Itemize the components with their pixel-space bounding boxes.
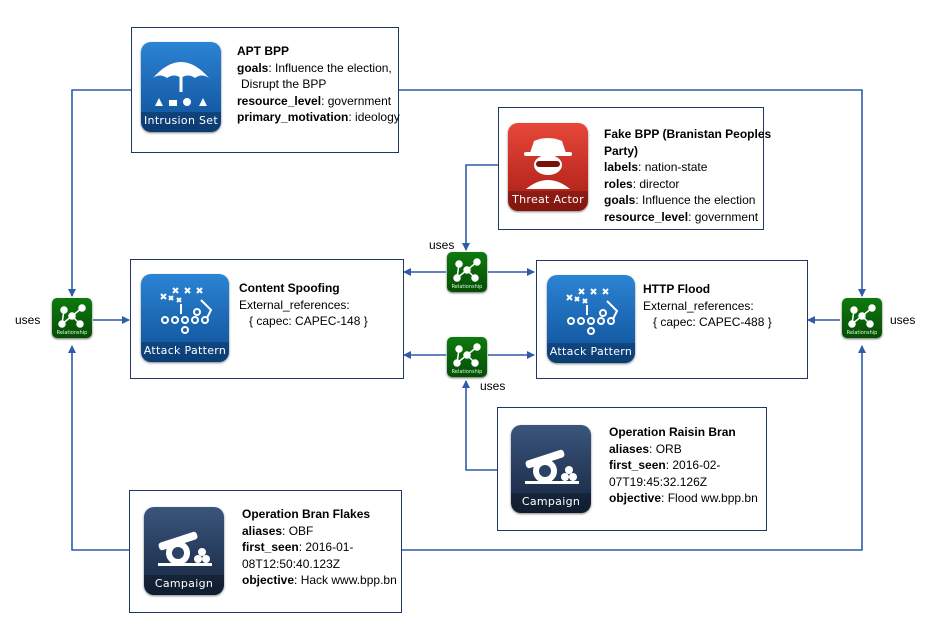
- raisin-bran-first-seen: first_seen: 2016-02-: [609, 458, 721, 472]
- intrusion-set-node[interactable]: Intrusion Set APT BPP goals: Influence t…: [131, 27, 400, 153]
- intrusion-set-motivation: primary_motivation: ideology: [237, 110, 400, 124]
- uses-label-left: uses: [15, 313, 41, 327]
- content-spoofing-details: Content Spoofing External_references: { …: [239, 280, 368, 330]
- raisin-bran-objective: objective: Flood ww.bpp.bn: [609, 491, 758, 505]
- bran-flakes-icon-label: Campaign: [154, 577, 214, 590]
- intrusion-set-goals-cont: Disrupt the BPP: [241, 77, 327, 91]
- threat-actor-title-cont: Party): [604, 143, 639, 158]
- content-spoofing-node[interactable]: Attack Pattern Content Spoofing External…: [130, 259, 404, 379]
- uses-label-right: uses: [890, 313, 916, 327]
- http-flood-icon-label: Attack Pattern: [549, 345, 633, 358]
- attack-pattern-icon: Attack Pattern: [547, 275, 635, 363]
- intrusion-set-icon: Intrusion Set: [141, 42, 221, 132]
- bran-flakes-objective: objective: Hack www.bpp.bn: [242, 573, 397, 587]
- threat-actor-roles: roles: director: [604, 176, 680, 191]
- raisin-bran-details: Operation Raisin Bran aliases: ORB first…: [609, 424, 758, 507]
- threat-actor-labels: labels: nation-state: [604, 160, 708, 174]
- raisin-bran-title: Operation Raisin Bran: [609, 425, 736, 439]
- bran-flakes-first-seen: first_seen: 2016-01-: [242, 540, 354, 554]
- bran-flakes-title: Operation Bran Flakes: [242, 507, 371, 521]
- content-spoofing-icon-label: Attack Pattern: [143, 344, 227, 357]
- threat-actor-resource: resource_level: government: [604, 209, 759, 224]
- relationship-caption: Relationship: [451, 369, 483, 375]
- intrusion-set-resource: resource_level: government: [237, 93, 392, 108]
- relationship-icon-right[interactable]: Relationship: [842, 298, 882, 338]
- uses-label-top: uses: [429, 238, 455, 252]
- http-flood-title: HTTP Flood: [643, 282, 711, 296]
- content-spoofing-title: Content Spoofing: [239, 281, 340, 295]
- intrusion-set-details: APT BPP goals: Influence the election, D…: [237, 43, 400, 126]
- intrusion-set-title: APT BPP: [237, 44, 290, 58]
- relationship-caption: Relationship: [846, 330, 878, 336]
- http-flood-node[interactable]: Attack Pattern HTTP Flood External_refer…: [536, 260, 808, 379]
- intrusion-set-goals: goals: Influence the election,: [237, 60, 392, 75]
- threat-actor-title: Fake BPP (Branistan Peoples: [604, 127, 772, 141]
- http-flood-ext-ref: External_references:: [643, 298, 754, 313]
- bran-flakes-node[interactable]: Campaign Operation Bran Flakes aliases: …: [129, 490, 402, 613]
- relationship-icon-top[interactable]: Relationship: [447, 252, 487, 292]
- raisin-bran-icon-label: Campaign: [521, 495, 581, 508]
- campaign-icon: Campaign: [511, 425, 591, 513]
- raisin-bran-node[interactable]: Campaign Operation Raisin Bran aliases: …: [497, 407, 767, 531]
- threat-actor-details: Fake BPP (Branistan Peoples Party) label…: [604, 126, 771, 225]
- threat-actor-icon-label: Threat Actor: [512, 193, 584, 206]
- relationship-icon-bottom[interactable]: Relationship: [447, 337, 487, 377]
- threat-actor-icon: Threat Actor: [508, 123, 588, 211]
- threat-actor-goals: goals: Influence the election: [604, 193, 756, 207]
- relationship-caption: Relationship: [451, 284, 483, 290]
- content-spoofing-ext-ref: External_references:: [239, 297, 350, 312]
- bran-flakes-first-seen-cont: 08T12:50:40.123Z: [242, 556, 341, 571]
- campaign-icon: Campaign: [144, 507, 224, 595]
- intrusion-set-icon-label: Intrusion Set: [144, 114, 218, 127]
- uses-label-bottom: uses: [480, 379, 506, 393]
- content-spoofing-capec: { capec: CAPEC-148 }: [249, 314, 368, 328]
- raisin-bran-aliases: aliases: ORB: [609, 441, 682, 456]
- relationship-icon-left[interactable]: Relationship: [52, 298, 92, 338]
- http-flood-details: HTTP Flood External_references: { capec:…: [643, 281, 772, 331]
- threat-actor-node[interactable]: Threat Actor Fake BPP (Branistan Peoples…: [498, 107, 771, 230]
- bran-flakes-aliases: aliases: OBF: [242, 523, 314, 538]
- raisin-bran-first-seen-cont: 07T19:45:32.126Z: [609, 474, 708, 489]
- bran-flakes-details: Operation Bran Flakes aliases: OBF first…: [242, 506, 397, 589]
- http-flood-capec: { capec: CAPEC-488 }: [653, 315, 772, 329]
- attack-pattern-icon: Attack Pattern: [141, 274, 229, 362]
- relationship-caption: Relationship: [56, 330, 88, 336]
